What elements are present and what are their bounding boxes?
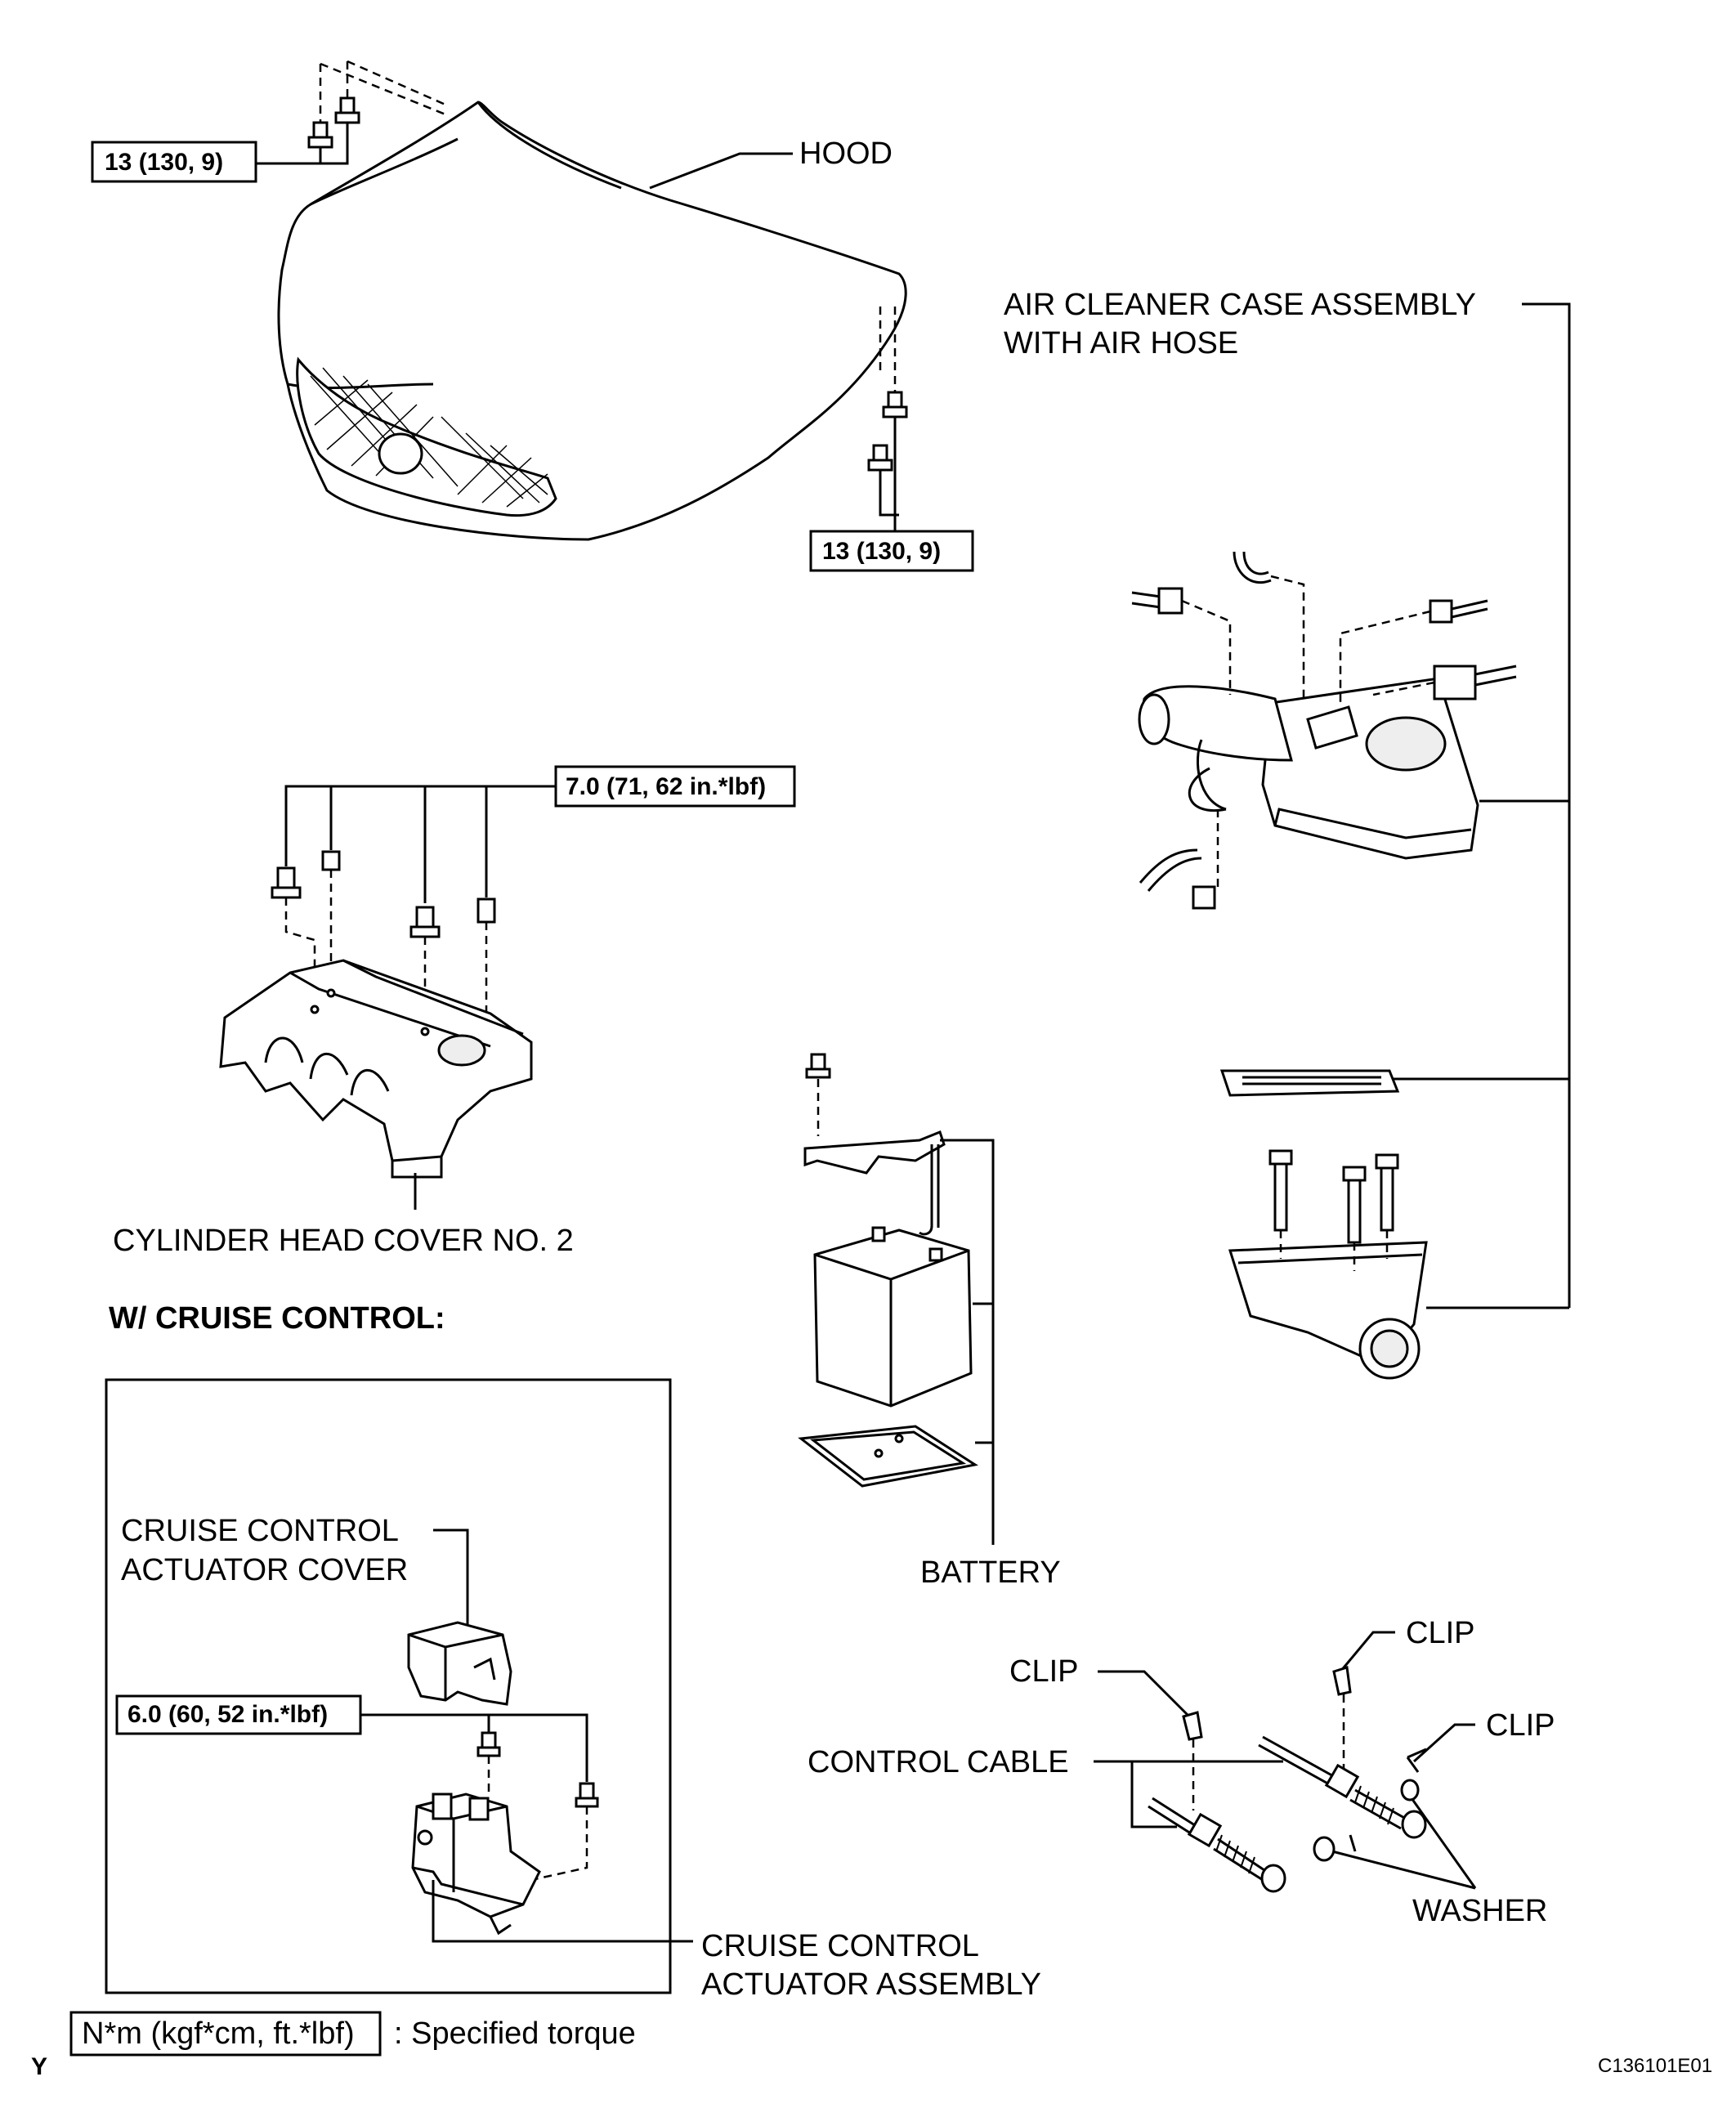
hood-bottom-bolts <box>867 307 908 531</box>
actuator-assembly-part <box>411 1793 541 1936</box>
hood-part <box>277 101 907 541</box>
pin-icon <box>1349 1834 1357 1852</box>
actuator-assembly-label-line1: CRUISE CONTROL <box>701 1929 979 1963</box>
control-cable-parts <box>1148 1666 1427 1893</box>
bolt-icon <box>575 1797 599 1808</box>
torque-box-head-cover: 7.0 (71, 62 in.*lbf) <box>554 765 796 808</box>
torque-hood-bottom-text: 13 (130, 9) <box>822 538 941 565</box>
bolt-icon <box>307 136 333 149</box>
bolt-icon <box>867 459 893 472</box>
actuator-cover-label-line1: CRUISE CONTROL <box>121 1514 399 1548</box>
control-cable-label: CONTROL CABLE <box>808 1745 1069 1779</box>
figure-code: C136101E01 <box>1598 2055 1712 2077</box>
air-cleaner-upper-case <box>1138 677 1479 860</box>
clip-icon <box>1182 1711 1203 1741</box>
battery-tray <box>798 1425 978 1488</box>
bolt-icon <box>409 925 441 938</box>
torque-actuator-text: 6.0 (60, 52 in.*lbf) <box>128 1701 328 1728</box>
hood-label: HOOD <box>799 137 893 171</box>
air-cleaner-lower-case <box>1228 1149 1428 1380</box>
washer-label: WASHER <box>1412 1894 1547 1928</box>
bolt-icon <box>1380 1163 1394 1232</box>
bolt-icon <box>477 897 496 924</box>
battery-part <box>813 1226 973 1408</box>
bolt-icon <box>477 1746 501 1757</box>
cruise-control-panel <box>105 1378 672 1994</box>
cylinder-head-cover-label: CYLINDER HEAD COVER NO. 2 <box>113 1224 574 1258</box>
bolt-icon <box>1273 1159 1288 1232</box>
air-filter-element <box>1219 1069 1400 1097</box>
cruise-control-heading: W/ CRUISE CONTROL: <box>109 1301 445 1336</box>
torque-hood-top-text: 13 (130, 9) <box>105 149 223 176</box>
battery-label: BATTERY <box>920 1555 1061 1590</box>
actuator-assembly-label-line2: ACTUATOR ASSEMBLY <box>701 1967 1041 2002</box>
cylinder-head-cover-part <box>219 959 533 1179</box>
actuator-cover-part <box>407 1621 512 1706</box>
actuator-cover-label-line2: ACTUATOR COVER <box>121 1553 408 1587</box>
bolt-icon <box>882 405 908 418</box>
torque-box-actuator: 6.0 (60, 52 in.*lbf) <box>115 1694 362 1735</box>
washer-icon <box>1313 1836 1336 1862</box>
battery-hold-down <box>803 1053 946 1236</box>
air-cleaner-label-line2: WITH AIR HOSE <box>1004 326 1238 360</box>
air-cleaner-label-line1: AIR CLEANER CASE ASSEMBLY <box>1004 288 1476 322</box>
head-cover-bolt-tree <box>271 785 556 1026</box>
bolt-icon <box>271 886 302 899</box>
torque-box-hood-bottom: 13 (130, 9) <box>809 530 974 572</box>
air-cleaner-guides <box>1181 575 1435 887</box>
torque-head-cover-text: 7.0 (71, 62 in.*lbf) <box>566 773 766 800</box>
bolt-icon <box>1342 1166 1367 1182</box>
legend-box-text: N*m (kgf*cm, ft.*lbf) <box>82 2016 355 2051</box>
corner-mark: Y <box>31 2053 47 2080</box>
clip-icon <box>1332 1666 1352 1696</box>
clip-top-label: CLIP <box>1406 1616 1474 1650</box>
bolt-icon <box>1347 1175 1362 1244</box>
legend-description: : Specified torque <box>394 2016 636 2051</box>
bolt-icon <box>334 111 360 124</box>
bolt-icon <box>321 850 341 871</box>
clip-left-label: CLIP <box>1009 1654 1078 1689</box>
clip-icon <box>1406 1748 1427 1773</box>
washer-icon <box>1400 1779 1420 1802</box>
bolt-icon <box>1375 1153 1399 1170</box>
specified-torque-legend: N*m (kgf*cm, ft.*lbf) : Specified torque <box>69 2011 636 2057</box>
bolt-icon <box>1268 1149 1293 1166</box>
torque-box-hood-top: 13 (130, 9) <box>91 141 257 183</box>
emblem-icon <box>378 432 423 475</box>
clip-right-label: CLIP <box>1486 1708 1555 1743</box>
hood-top-bolts <box>256 60 446 165</box>
bolt-icon <box>805 1067 831 1079</box>
